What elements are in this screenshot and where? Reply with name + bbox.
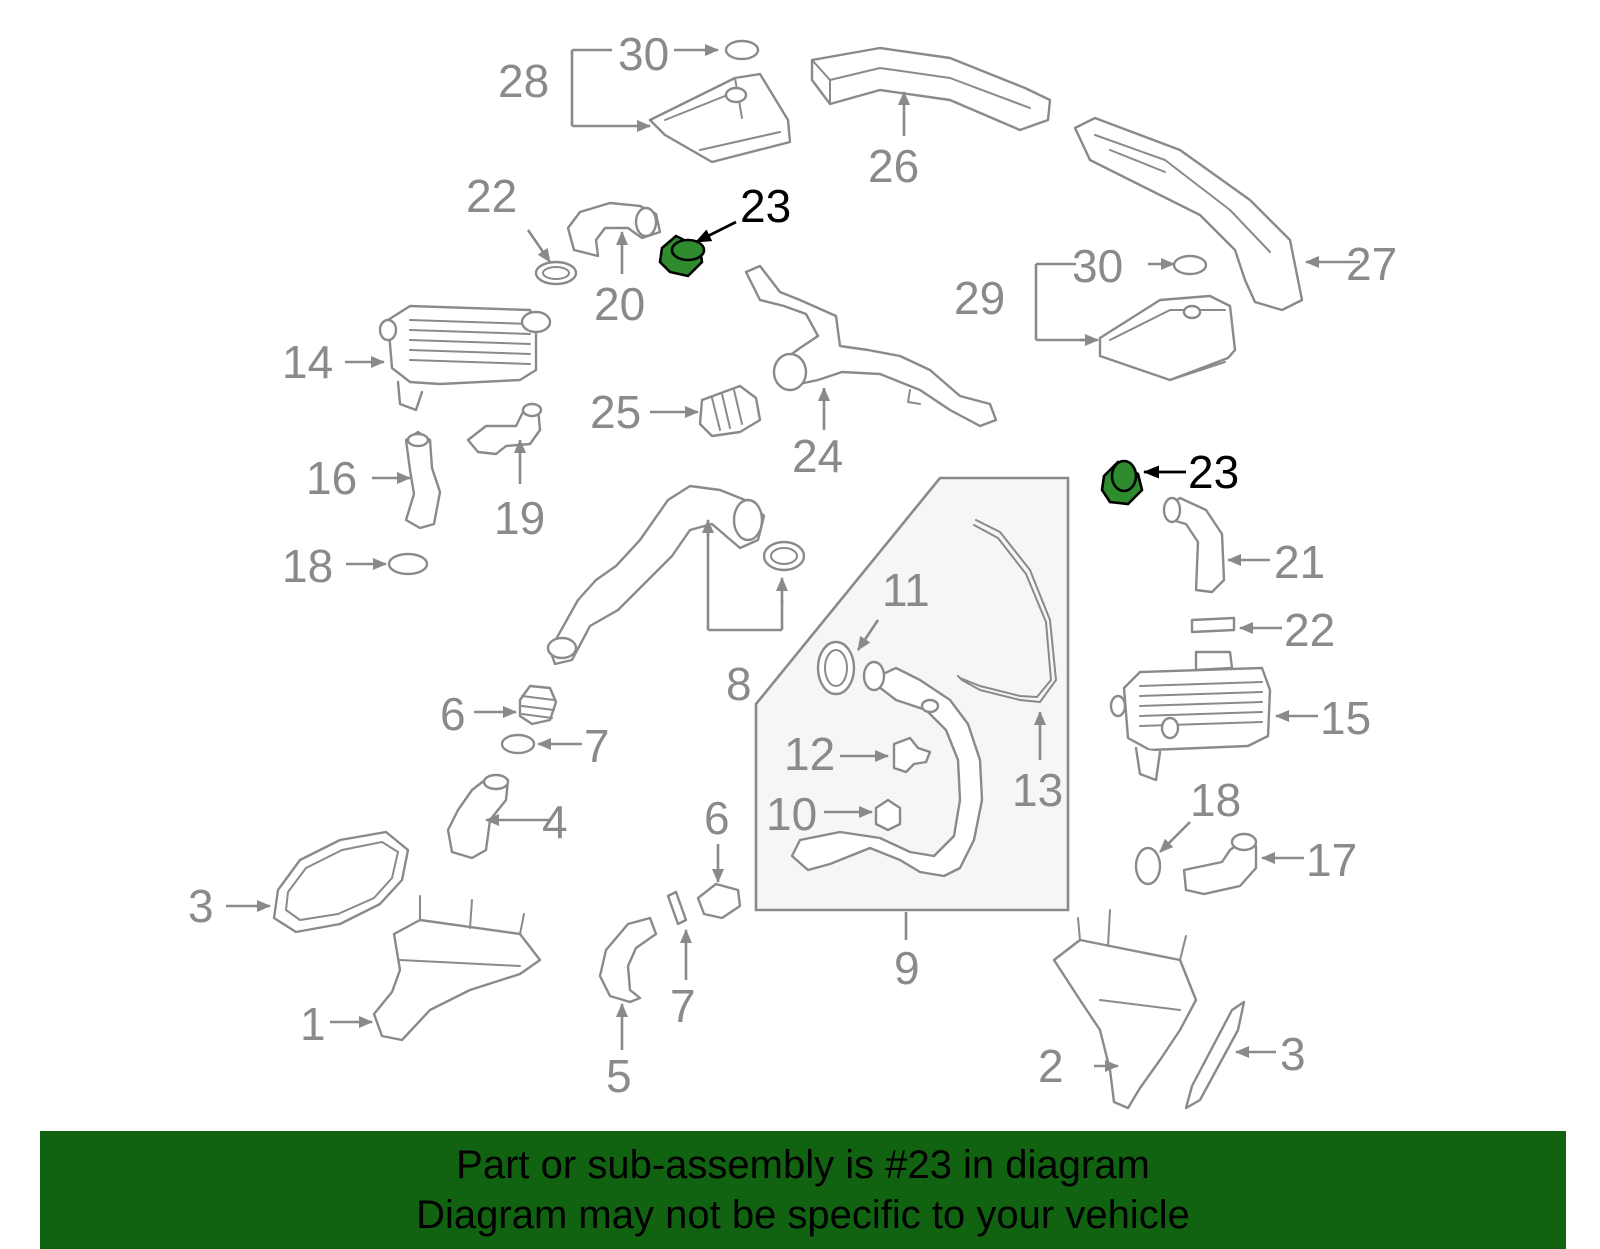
callout-24[interactable]: 24	[792, 430, 843, 482]
callout-2[interactable]: 2	[1038, 1040, 1064, 1092]
part-25-sleeve[interactable]	[698, 384, 762, 438]
callout-23-b[interactable]: 23	[1188, 446, 1239, 498]
part-3-gasket-b[interactable]	[1184, 1000, 1246, 1110]
callout-30-b[interactable]: 30	[1072, 240, 1123, 292]
callout-3-b[interactable]: 3	[1280, 1028, 1306, 1080]
callout-28[interactable]: 28	[498, 55, 549, 107]
callout-4[interactable]: 4	[542, 796, 568, 848]
part-2-airbox[interactable]	[1052, 909, 1198, 1110]
callout-11[interactable]: 11	[882, 564, 930, 616]
part-7-ring-a[interactable]	[500, 733, 536, 755]
info-banner: Part or sub-assembly is #23 in diagram D…	[40, 1131, 1566, 1249]
part-11-clamp[interactable]	[816, 640, 856, 696]
callout-18-a[interactable]: 18	[282, 540, 333, 592]
part-30-oring-a[interactable]	[724, 39, 760, 61]
part-24-pipe[interactable]	[744, 264, 998, 428]
callout-26[interactable]: 26	[868, 140, 919, 192]
part-6-piece-b[interactable]	[696, 882, 742, 920]
callout-27[interactable]: 27	[1346, 238, 1397, 290]
part-22-clamp-b[interactable]	[1190, 616, 1236, 634]
part-26-duct[interactable]	[810, 46, 1052, 132]
part-9-hose[interactable]	[790, 660, 984, 878]
callout-14[interactable]: 14	[282, 336, 333, 388]
callout-30-a[interactable]: 30	[618, 28, 669, 80]
callout-8[interactable]: 8	[726, 658, 752, 710]
callout-15[interactable]: 15	[1320, 692, 1371, 744]
callout-21[interactable]: 21	[1274, 536, 1325, 588]
callout-3-a[interactable]: 3	[188, 880, 214, 932]
part-20-hose[interactable]	[566, 201, 662, 258]
highlight-leaders	[695, 220, 1186, 479]
callout-29[interactable]: 29	[954, 272, 1005, 324]
callout-18-b[interactable]: 18	[1190, 774, 1241, 826]
callout-6-a[interactable]: 6	[440, 688, 466, 740]
callout-22-b[interactable]: 22	[1284, 604, 1335, 656]
part-8-charge-pipe[interactable]	[546, 484, 766, 666]
callout-23-a[interactable]: 23	[740, 180, 791, 232]
callout-17[interactable]: 17	[1306, 834, 1357, 886]
part-8-clamp[interactable]	[762, 540, 806, 572]
part-18-clamp-a[interactable]	[387, 552, 429, 576]
part-6-bellows-a[interactable]	[518, 684, 558, 726]
callout-16[interactable]: 16	[306, 452, 357, 504]
part-13-hose[interactable]	[957, 519, 1057, 703]
banner-line-2: Diagram may not be specific to your vehi…	[416, 1193, 1190, 1237]
callout-5[interactable]: 5	[606, 1050, 632, 1102]
callout-19[interactable]: 19	[494, 492, 545, 544]
callout-22-a[interactable]: 22	[466, 170, 517, 222]
part-22-clamp-a[interactable]	[534, 260, 578, 286]
part-23-coupler-a[interactable]	[658, 234, 706, 278]
callout-10[interactable]: 10	[766, 788, 817, 840]
part-27-duct[interactable]	[1073, 116, 1304, 312]
callout-7-a[interactable]: 7	[584, 720, 610, 772]
callout-25[interactable]: 25	[590, 386, 641, 438]
part-4-elbow[interactable]	[446, 773, 510, 860]
part-14-intercooler[interactable]	[378, 304, 552, 412]
callout-6-b[interactable]: 6	[704, 792, 730, 844]
part-21-hose[interactable]	[1162, 496, 1226, 594]
part-3-gasket-a[interactable]	[272, 830, 410, 934]
callout-13[interactable]: 13	[1012, 764, 1063, 816]
callout-12[interactable]: 12	[784, 728, 835, 780]
part-16-hose[interactable]	[404, 430, 442, 530]
part-30-oring-b[interactable]	[1172, 254, 1208, 276]
banner-line-1: Part or sub-assembly is #23 in diagram	[456, 1143, 1150, 1187]
part-10-plug[interactable]	[874, 798, 902, 832]
callout-20[interactable]: 20	[594, 278, 645, 330]
part-17-elbow[interactable]	[1182, 832, 1258, 896]
part-23-coupler-b[interactable]	[1100, 459, 1144, 506]
callout-7-b[interactable]: 7	[670, 980, 696, 1032]
part-15-intercooler[interactable]	[1109, 650, 1272, 782]
part-19-pipe[interactable]	[466, 402, 543, 456]
part-28-cover[interactable]	[648, 72, 792, 164]
callout-labels: 28 30 26 27 30 29 22 20 23 14 25 24 16 1…	[188, 28, 1397, 1102]
part-1-airbox[interactable]	[372, 895, 542, 1042]
callout-1[interactable]: 1	[300, 998, 326, 1050]
part-7-gasket-b[interactable]	[666, 890, 688, 926]
part-18-clamp-b[interactable]	[1134, 846, 1162, 886]
part-5-hose[interactable]	[598, 916, 658, 1004]
part-12-fitting[interactable]	[892, 736, 932, 774]
part-29-cover[interactable]	[1098, 294, 1237, 382]
leader-lines	[226, 44, 1360, 1072]
callout-9[interactable]: 9	[894, 942, 920, 994]
